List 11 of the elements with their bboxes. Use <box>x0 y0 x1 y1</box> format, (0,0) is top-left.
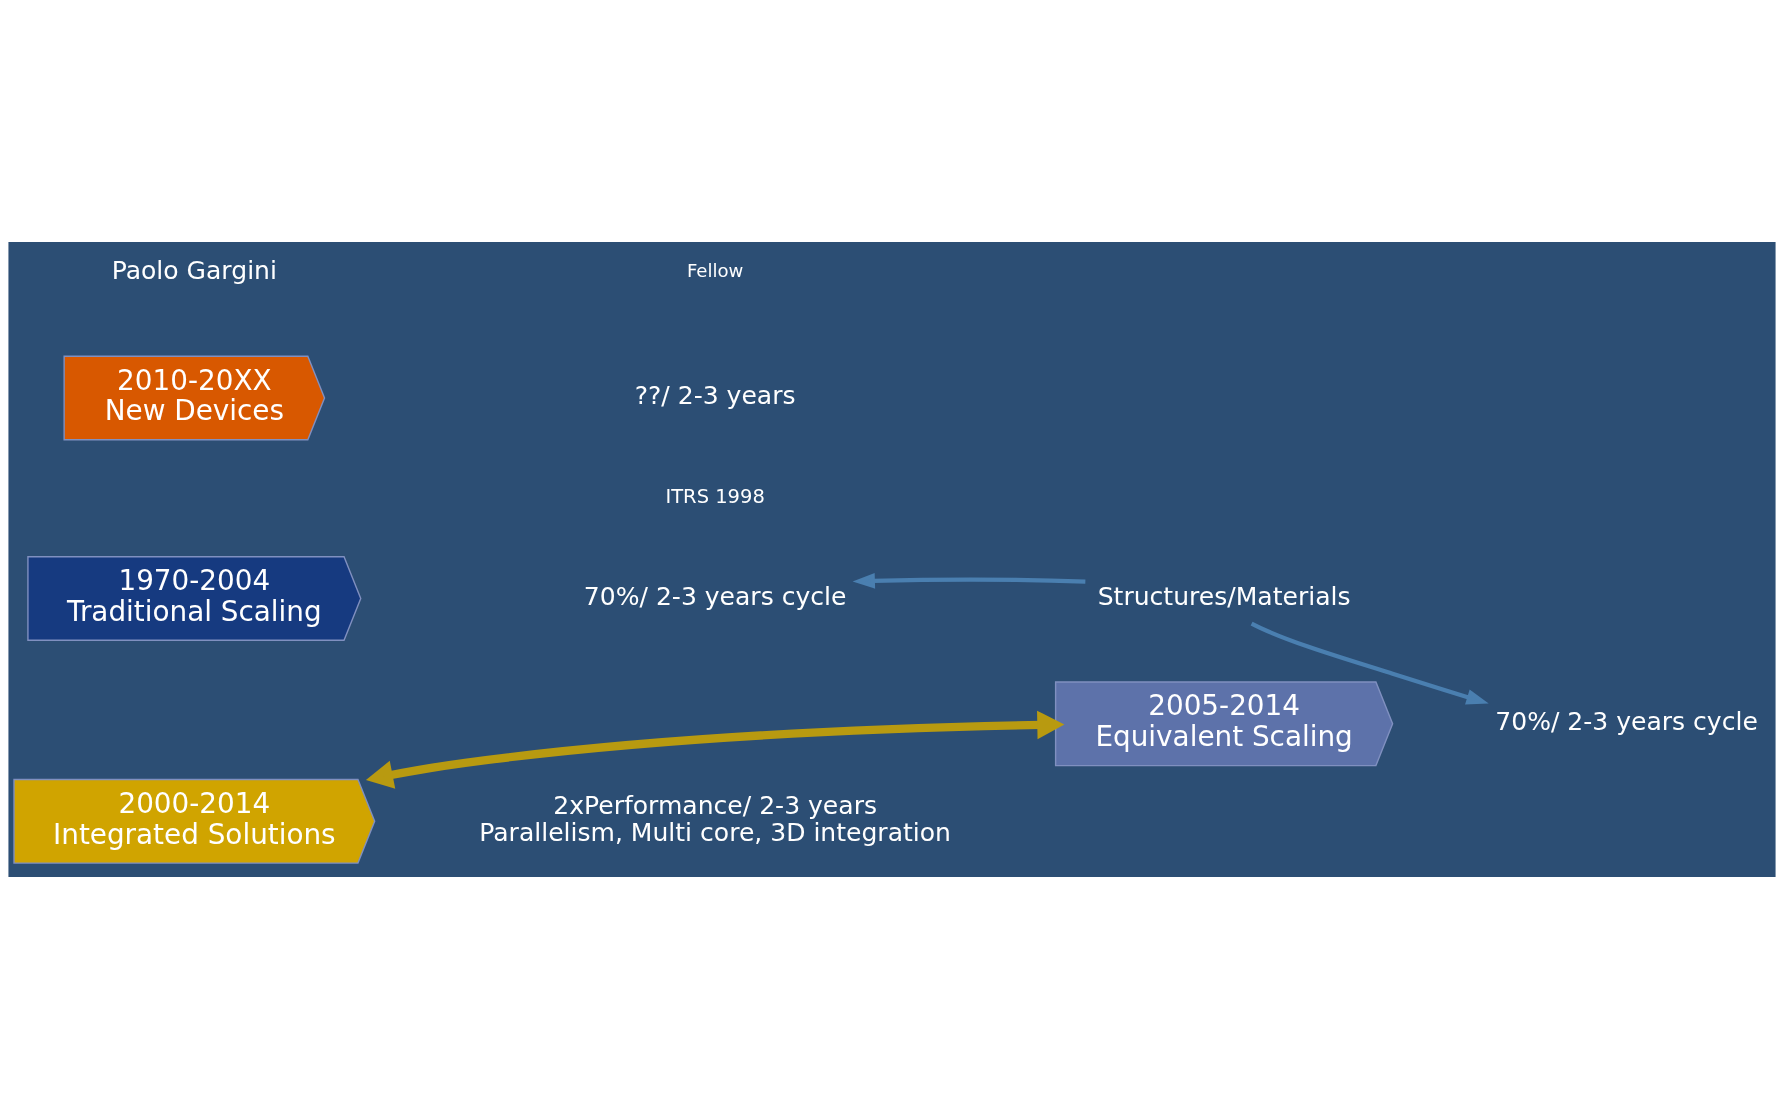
label: ITRS 1998 <box>665 485 765 509</box>
node-text: 70%/ 2-3 years cycle <box>583 581 847 611</box>
node-text: 70%/ 2-3 years cycle <box>1495 706 1758 736</box>
node-text: ??/ 2-3 years <box>634 381 796 411</box>
arrow <box>852 573 1086 589</box>
node-text: 2xPerformance/ 2-3 years Parallelism, Multi core, 3D integration <box>479 790 952 848</box>
node-text: Structures/Materials <box>1097 581 1351 611</box>
label: Paolo Gargini <box>111 255 277 285</box>
arrow <box>1250 621 1489 705</box>
label: Fellow <box>686 260 744 282</box>
arrow <box>365 710 1065 789</box>
